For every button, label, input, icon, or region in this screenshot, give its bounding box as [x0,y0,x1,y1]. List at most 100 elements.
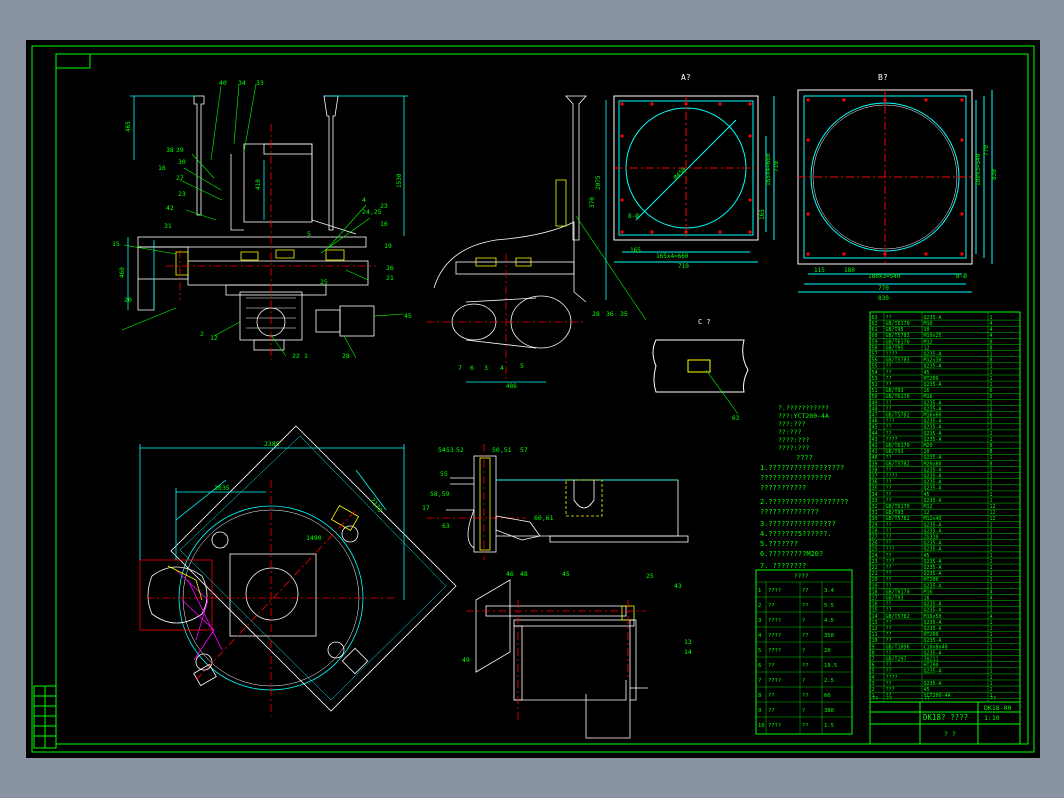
part-label: 39 [176,146,184,154]
bom-cell: ZG310 [924,535,939,541]
bom-cell: 1 [990,382,993,388]
params-cell: ?? [802,633,809,639]
detail-bracket-part-numbers: 46 48 45 25 43 49 13 14 [462,570,692,664]
params-row: 9???380 [756,701,852,714]
dim-a-height: 710 [773,161,780,172]
params-row: 8????60 [756,686,852,699]
bom-cell: 1 [990,632,993,638]
part-label: 34 [238,79,246,87]
bom-cell: 3 [872,681,875,687]
part-label: 35 [620,310,628,318]
bom-cell: Q235-A [924,620,942,626]
bom-cell: ???? [886,675,898,681]
bom-cell: HT200 [924,376,939,382]
bom-cell: ?? [886,541,892,547]
bom-cell: 9 [872,644,875,650]
bom-cell: 17 [872,596,878,602]
bom-cell: Q235-A [924,528,942,534]
bom-cell: 1 [990,547,993,553]
params-cell: 380 [824,708,834,714]
bom-cell: 1 [990,528,993,534]
bom-cell: Q235-A [924,559,942,565]
part-label: 28 [342,352,350,360]
bom-cell: 61 [872,327,878,333]
part-label: 40 [219,79,227,87]
part-label: 48 [520,570,528,578]
bom-cell: M16x50 [924,614,942,620]
params-cell: 3 [758,618,761,624]
part-label: 58,59 [430,490,450,498]
bom-cell: 4 [990,614,993,620]
bom-cell: 1 [990,474,993,480]
bom-cell: 6 [990,413,993,419]
part-label: 53 [446,446,454,454]
bom-cell: 10 [924,327,930,333]
bom-cell: M12 [924,504,933,510]
note-line: ??????????? [760,484,806,492]
dim-d1: 486 [506,383,517,390]
bom-cell: ?? [886,382,892,388]
bom-cell: Q235-A [924,638,942,644]
bom-header-cell: ?? [924,696,930,702]
dim-b-edge1: 115 [814,267,825,274]
part-label: 55 [440,470,448,478]
bom-cell: 21 [872,571,878,577]
bom-cell: 2 [990,400,993,406]
part-label: 33 [256,79,264,87]
bom-cell: 39 [872,461,878,467]
bom-cell: 12 [990,504,996,510]
params-cell: ?? [768,663,775,669]
bom-cell: HT200 [924,663,939,669]
note-line: ?????????????? [760,508,819,516]
bom-cell: 26 [872,541,878,547]
bom-cell: 16 [872,602,878,608]
drawing-scale: 1:10 [984,714,1000,722]
side-part-numbers: 28 36 35 7 6 3 4 5 [458,310,628,372]
bom-cell: 1 [990,486,993,492]
dim-w2: 2385 [264,440,280,448]
bom-cell: 4 [990,596,993,602]
bom-cell: 45 [924,553,930,559]
params-cell: 10 [758,723,765,729]
params-cell: 2 [758,603,761,609]
bom-cell: M12x30 [924,358,942,364]
bom-cell: 8 [990,449,993,455]
bom-cell: GB/T5782 [886,614,910,620]
part-label: 43 [674,582,682,590]
bom-cell: 1 [990,577,993,583]
params-cell: ?? [802,603,809,609]
bom-cell: GB/T5783 [886,333,910,339]
bom-cell: 6 [990,394,993,400]
bom-cell: 8 [990,443,993,449]
params-cell: 350 [824,633,834,639]
dim-b-mid: 770 [878,285,889,292]
bom-cell: 8 [990,339,993,345]
bom-cell: 45 [924,687,930,693]
part-label: 17 [422,504,430,512]
bom-cell: 1 [990,626,993,632]
bom-cell: Q235-A [924,364,942,370]
bom-cell: 27 [872,535,878,541]
bom-cell: Q235-A [924,467,942,473]
bom-header-cell: ?? [872,696,878,702]
bom-cell: 59 [872,339,878,345]
cad-drawing: 465 1530 460 410 2075 370 486 40 34 33 3… [31,45,1035,753]
bom-cell: GB/T5782 [886,516,910,522]
dim-b-edge2: 180 [844,267,855,274]
